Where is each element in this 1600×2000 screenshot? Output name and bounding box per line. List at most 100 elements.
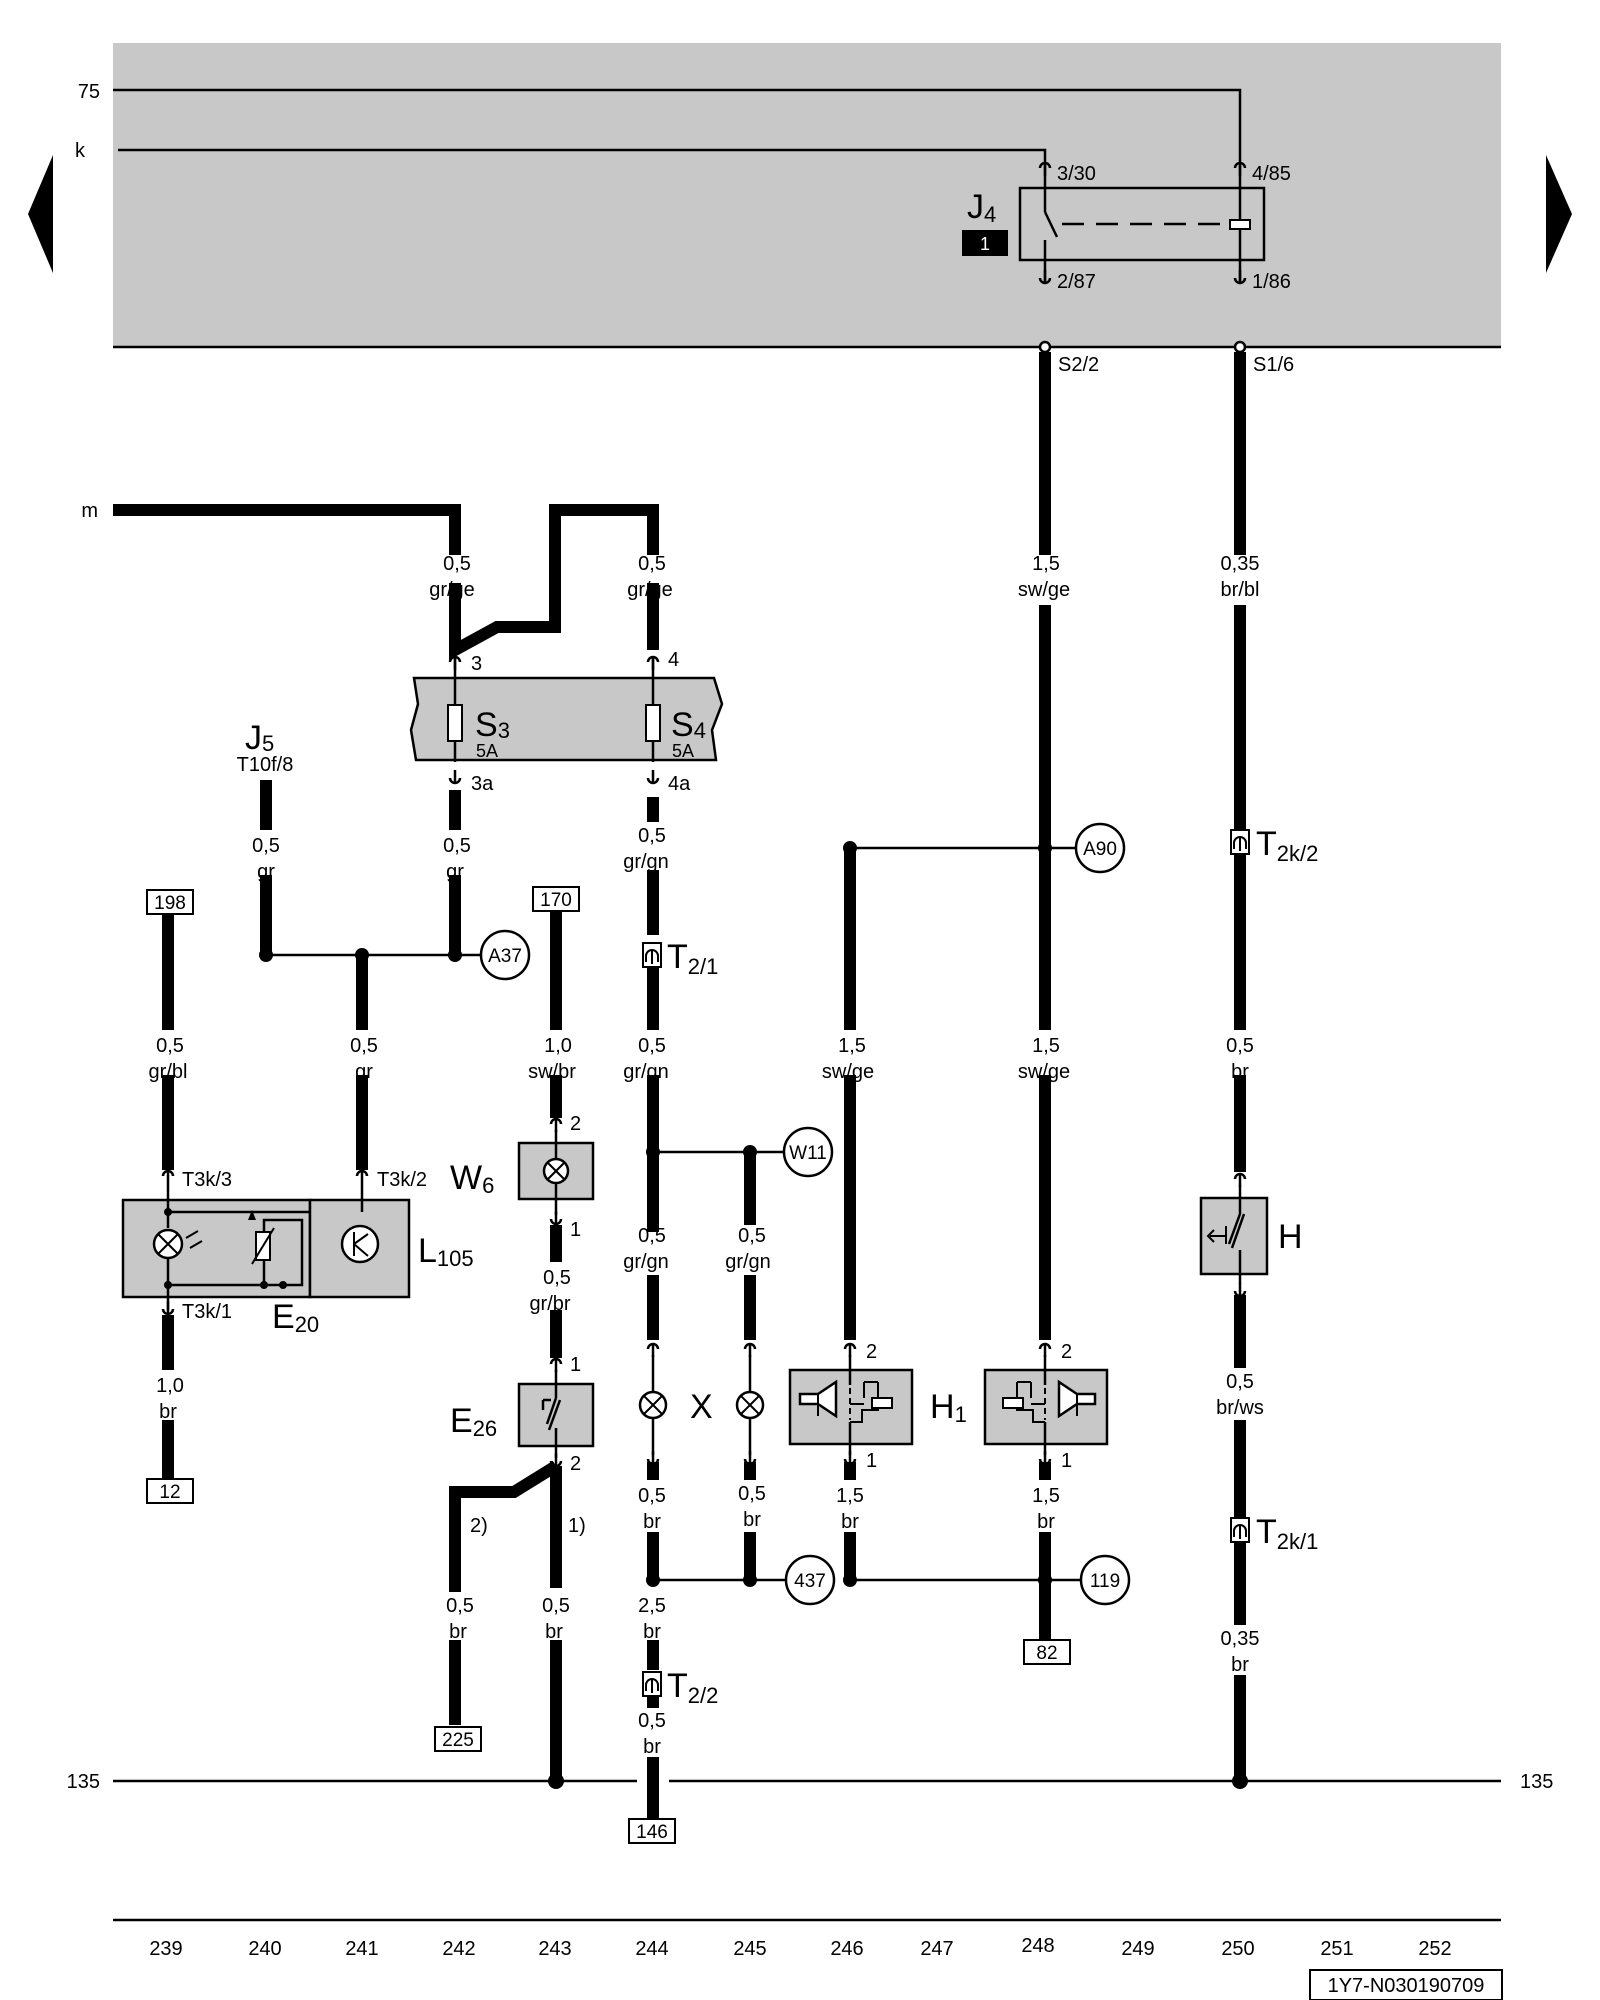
svg-text:1,5: 1,5 <box>1032 1485 1060 1507</box>
node-119 <box>1079 1554 1131 1606</box>
svg-text:1: 1 <box>866 1450 877 1472</box>
ruler-239: 239 <box>149 1938 182 1960</box>
node-a37 <box>479 929 531 981</box>
svg-text:br: br <box>643 1511 661 1533</box>
svg-text:1,5: 1,5 <box>838 1035 866 1057</box>
svg-text:0,5: 0,5 <box>542 1595 570 1617</box>
svg-text:gr: gr <box>446 861 464 883</box>
j4-index-badge <box>962 230 1008 256</box>
svg-text:T3k/3: T3k/3 <box>182 1169 232 1191</box>
svg-text:gr: gr <box>355 1061 373 1083</box>
svg-text:0,5: 0,5 <box>638 1485 666 1507</box>
ref-225[interactable] <box>434 1726 482 1752</box>
svg-text:1,5: 1,5 <box>1032 553 1060 575</box>
svg-text:3a: 3a <box>471 773 494 795</box>
top-panel <box>113 43 1501 347</box>
ruler-241: 241 <box>345 1938 378 1960</box>
svg-text:1,0: 1,0 <box>156 1375 184 1397</box>
svg-text:br/ws: br/ws <box>1216 1397 1264 1419</box>
j5-label: J5 <box>245 719 274 757</box>
svg-text:br: br <box>449 1621 467 1643</box>
svg-text:4: 4 <box>668 649 679 671</box>
connector-t2k-1-icon <box>1230 1517 1250 1543</box>
symbol-lamp-icon <box>340 1224 380 1264</box>
rail-135-right-label: 135 <box>1520 1771 1553 1793</box>
fuse-block <box>409 676 724 762</box>
node-437 <box>784 1554 836 1606</box>
component-e26-label: E26 <box>450 1402 497 1441</box>
svg-text:br: br <box>1231 1654 1249 1676</box>
j4-pin-4-85: 4/85 <box>1252 163 1291 185</box>
svg-text:198: 198 <box>154 893 186 914</box>
svg-text:gr/bl: gr/bl <box>149 1061 188 1083</box>
svg-text:0,5: 0,5 <box>638 1225 666 1247</box>
svg-text:gr/gn: gr/gn <box>623 1251 669 1273</box>
svg-text:gr/br: gr/br <box>529 1293 570 1315</box>
h-switch-icon <box>1206 1185 1246 1284</box>
svg-text:0,35: 0,35 <box>1221 553 1260 575</box>
svg-text:0,5: 0,5 <box>446 1595 474 1617</box>
ref-82[interactable] <box>1023 1639 1071 1665</box>
prev-page-arrow-icon[interactable] <box>28 155 53 273</box>
svg-text:gr: gr <box>257 861 275 883</box>
rail-k-label: k <box>75 140 86 162</box>
svg-text:1,5: 1,5 <box>836 1485 864 1507</box>
svg-text:T3k/1: T3k/1 <box>182 1301 232 1323</box>
svg-text:gr/gn: gr/gn <box>623 851 669 873</box>
ref-146[interactable] <box>628 1818 676 1844</box>
ruler-246: 246 <box>830 1938 863 1960</box>
svg-text:437: 437 <box>794 1571 826 1592</box>
svg-text:0,5: 0,5 <box>543 1267 571 1289</box>
connector-t2-1-label: T2/1 <box>667 938 718 979</box>
component-h-label: H <box>1278 1218 1303 1256</box>
svg-text:br/bl: br/bl <box>1221 579 1260 601</box>
svg-text:146: 146 <box>636 1822 668 1843</box>
connector-t2-1-icon <box>642 942 662 968</box>
svg-text:1): 1) <box>568 1515 586 1537</box>
svg-text:sw/ge: sw/ge <box>822 1061 874 1083</box>
component-x-label: X <box>690 1388 713 1426</box>
fuse-s3-icon <box>447 704 463 742</box>
svg-text:4a: 4a <box>668 773 691 795</box>
relay-j4-box <box>1018 186 1266 262</box>
svg-text:A90: A90 <box>1083 839 1117 860</box>
svg-text:1: 1 <box>570 1354 581 1376</box>
svg-text:0,5: 0,5 <box>738 1225 766 1247</box>
ruler-242: 242 <box>442 1938 475 1960</box>
ruler-248: 248 <box>1021 1935 1054 1957</box>
svg-text:br: br <box>643 1621 661 1643</box>
svg-text:82: 82 <box>1036 1643 1057 1664</box>
node-a90 <box>1074 822 1126 874</box>
component-h1-label: H1 <box>930 1388 967 1427</box>
svg-text:0,5: 0,5 <box>252 835 280 857</box>
ruler-247: 247 <box>920 1938 953 1960</box>
ref-170[interactable] <box>532 886 580 912</box>
svg-text:3: 3 <box>471 653 482 675</box>
svg-text:gr/ge: gr/ge <box>429 579 475 601</box>
svg-text:2: 2 <box>1061 1341 1072 1363</box>
ruler-243: 243 <box>538 1938 571 1960</box>
ruler-251: 251 <box>1320 1938 1353 1960</box>
svg-text:0,5: 0,5 <box>638 553 666 575</box>
component-l105-label: L105 <box>418 1232 474 1271</box>
svg-text:0,5: 0,5 <box>638 1710 666 1732</box>
j4-pin-2-87: 2/87 <box>1057 271 1096 293</box>
s1-6-label: S1/6 <box>1253 354 1294 376</box>
ruler-245: 245 <box>733 1938 766 1960</box>
svg-text:2: 2 <box>866 1341 877 1363</box>
svg-text:119: 119 <box>1090 1571 1120 1592</box>
next-page-arrow-icon[interactable] <box>1546 155 1572 273</box>
horn-right-icon <box>1002 1355 1097 1423</box>
doc-id-box <box>1309 1969 1503 2000</box>
ref-12[interactable] <box>146 1478 194 1504</box>
svg-text:2): 2) <box>470 1515 488 1537</box>
svg-text:sw/ge: sw/ge <box>1018 1061 1070 1083</box>
svg-text:1: 1 <box>570 1219 581 1241</box>
svg-text:12: 12 <box>159 1482 180 1503</box>
svg-text:170: 170 <box>540 890 572 911</box>
svg-text:br: br <box>159 1401 177 1423</box>
ref-198[interactable] <box>146 889 194 915</box>
rail-135-left-label: 135 <box>67 1771 100 1793</box>
j4-pin-3-30: 3/30 <box>1057 163 1096 185</box>
